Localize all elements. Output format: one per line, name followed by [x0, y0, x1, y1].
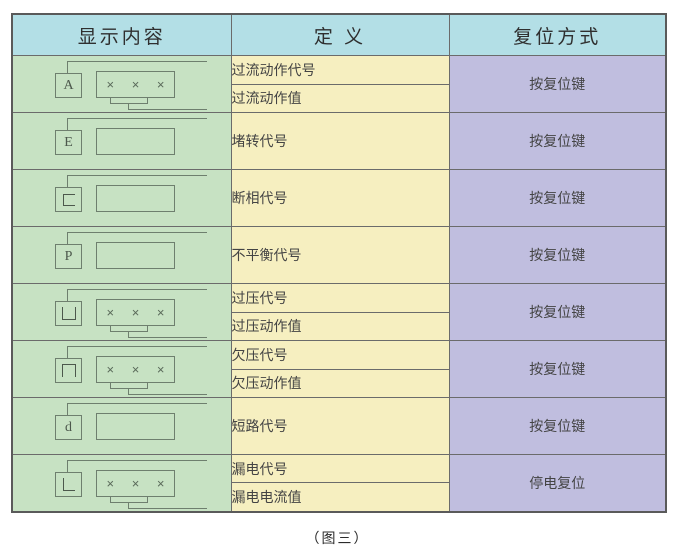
table-row: 漏电电流值 [12, 482, 666, 513]
leader-line-bottom [128, 502, 207, 509]
definition-cell: 漏电代号 [230, 453, 450, 484]
column-header-display: 显示内容 [11, 13, 232, 56]
fault-value-box: × × × [96, 71, 175, 98]
definition-cell: 不平衡代号 [230, 226, 450, 284]
reset-method-cell: 按复位键 [448, 169, 667, 227]
table-row: A × × × 过流动作代号按复位键 [11, 55, 667, 113]
lcd-diagram: d [55, 401, 235, 451]
definition-cell: 欠压动作值 [230, 368, 450, 398]
fault-value-box [96, 242, 175, 269]
fault-code-glyph-icon [63, 194, 75, 206]
definition-cell: 短路代号 [230, 397, 450, 455]
table-row: d 短路代号按复位键 [11, 397, 667, 455]
table-row: 断相代号按复位键 [11, 169, 667, 227]
definition-cell: 漏电电流值 [230, 482, 450, 513]
reset-method-cell: 按复位键 [448, 340, 667, 398]
lcd-diagram: A × × × [55, 59, 235, 110]
table-row: × × × 过压代号按复位键 [11, 283, 667, 341]
lcd-diagram: P [55, 230, 235, 280]
fault-code-box [55, 358, 82, 383]
leader-line-top [67, 61, 207, 74]
fault-code-box: A [55, 73, 82, 98]
display-content-cell: A × × × [11, 55, 232, 113]
display-content-cell: d [11, 397, 232, 455]
definition-cell: 断相代号 [230, 169, 450, 227]
fault-value-box [96, 413, 175, 440]
leader-line-bottom [128, 103, 207, 110]
display-content-cell: E [11, 112, 232, 170]
fault-code-box [55, 187, 82, 212]
definition-cell: 欠压代号 [230, 340, 450, 370]
fault-code-box [55, 472, 82, 497]
reset-method-cell: 按复位键 [448, 283, 667, 341]
definition-cell: 堵转代号 [230, 112, 450, 170]
table-row: × × × 欠压代号按复位键 [11, 340, 667, 398]
leader-line-bottom [128, 388, 207, 395]
lcd-diagram: E [55, 116, 235, 166]
leader-line-top [67, 118, 207, 131]
leader-line-bracket [110, 325, 148, 332]
table-header: 显示内容 定 义 复位方式 [11, 13, 667, 56]
reset-method-cell: 按复位键 [448, 397, 667, 455]
display-content-cell: × × × [11, 283, 232, 341]
definition-cell: 过压动作值 [230, 311, 450, 341]
leader-line-top [67, 346, 207, 359]
lcd-diagram: × × × [55, 458, 235, 509]
lcd-diagram: × × × [55, 287, 235, 338]
fault-value-box [96, 128, 175, 155]
leader-line-top [67, 460, 207, 473]
column-header-reset: 复位方式 [448, 13, 667, 56]
display-content-cell: × × × [11, 340, 232, 398]
reset-method-cell: 按复位键 [448, 112, 667, 170]
leader-line-bottom [128, 331, 207, 338]
fault-value-box: × × × [96, 299, 175, 326]
fault-code-box [55, 301, 82, 326]
reset-method-cell: 按复位键 [448, 226, 667, 284]
column-header-definition: 定 义 [230, 13, 450, 56]
definition-cell: 过流动作代号 [230, 55, 450, 85]
definition-cell: 过流动作值 [230, 83, 450, 113]
lcd-diagram [55, 173, 235, 223]
reset-method-cell: 按复位键 [448, 55, 667, 113]
reset-method-cell: 停电复位 [448, 454, 667, 513]
header-row: 显示内容 定 义 复位方式 [11, 13, 667, 56]
fault-code-box: d [55, 415, 82, 440]
fault-code-glyph-icon [63, 478, 75, 491]
fault-value-box: × × × [96, 356, 175, 383]
leader-line-top [67, 403, 207, 416]
table-row: E 堵转代号按复位键 [11, 112, 667, 170]
fault-code-glyph-icon [62, 307, 76, 320]
leader-line-bracket [110, 97, 148, 104]
fault-code-box: P [55, 244, 82, 269]
lcd-diagram: × × × [55, 344, 235, 395]
fault-code-box: E [55, 130, 82, 155]
figure-caption: （图三） [305, 530, 370, 546]
fault-code-glyph-icon [62, 364, 76, 377]
fault-value-box [96, 185, 175, 212]
display-content-cell [11, 169, 232, 227]
leader-line-bracket [110, 496, 148, 503]
leader-line-top [67, 232, 207, 245]
leader-line-bracket [110, 382, 148, 389]
display-content-cell: × × × [11, 454, 232, 513]
fault-value-box: × × × [96, 470, 175, 497]
leader-line-top [67, 289, 207, 302]
definition-cell: 过压代号 [230, 283, 450, 313]
table-row: × × × 漏电代号停电复位 [11, 453, 667, 513]
display-content-cell: P [11, 226, 232, 284]
table-row: P 不平衡代号按复位键 [11, 226, 667, 284]
table-row: 过压动作值 [12, 311, 666, 341]
leader-line-top [67, 175, 207, 188]
